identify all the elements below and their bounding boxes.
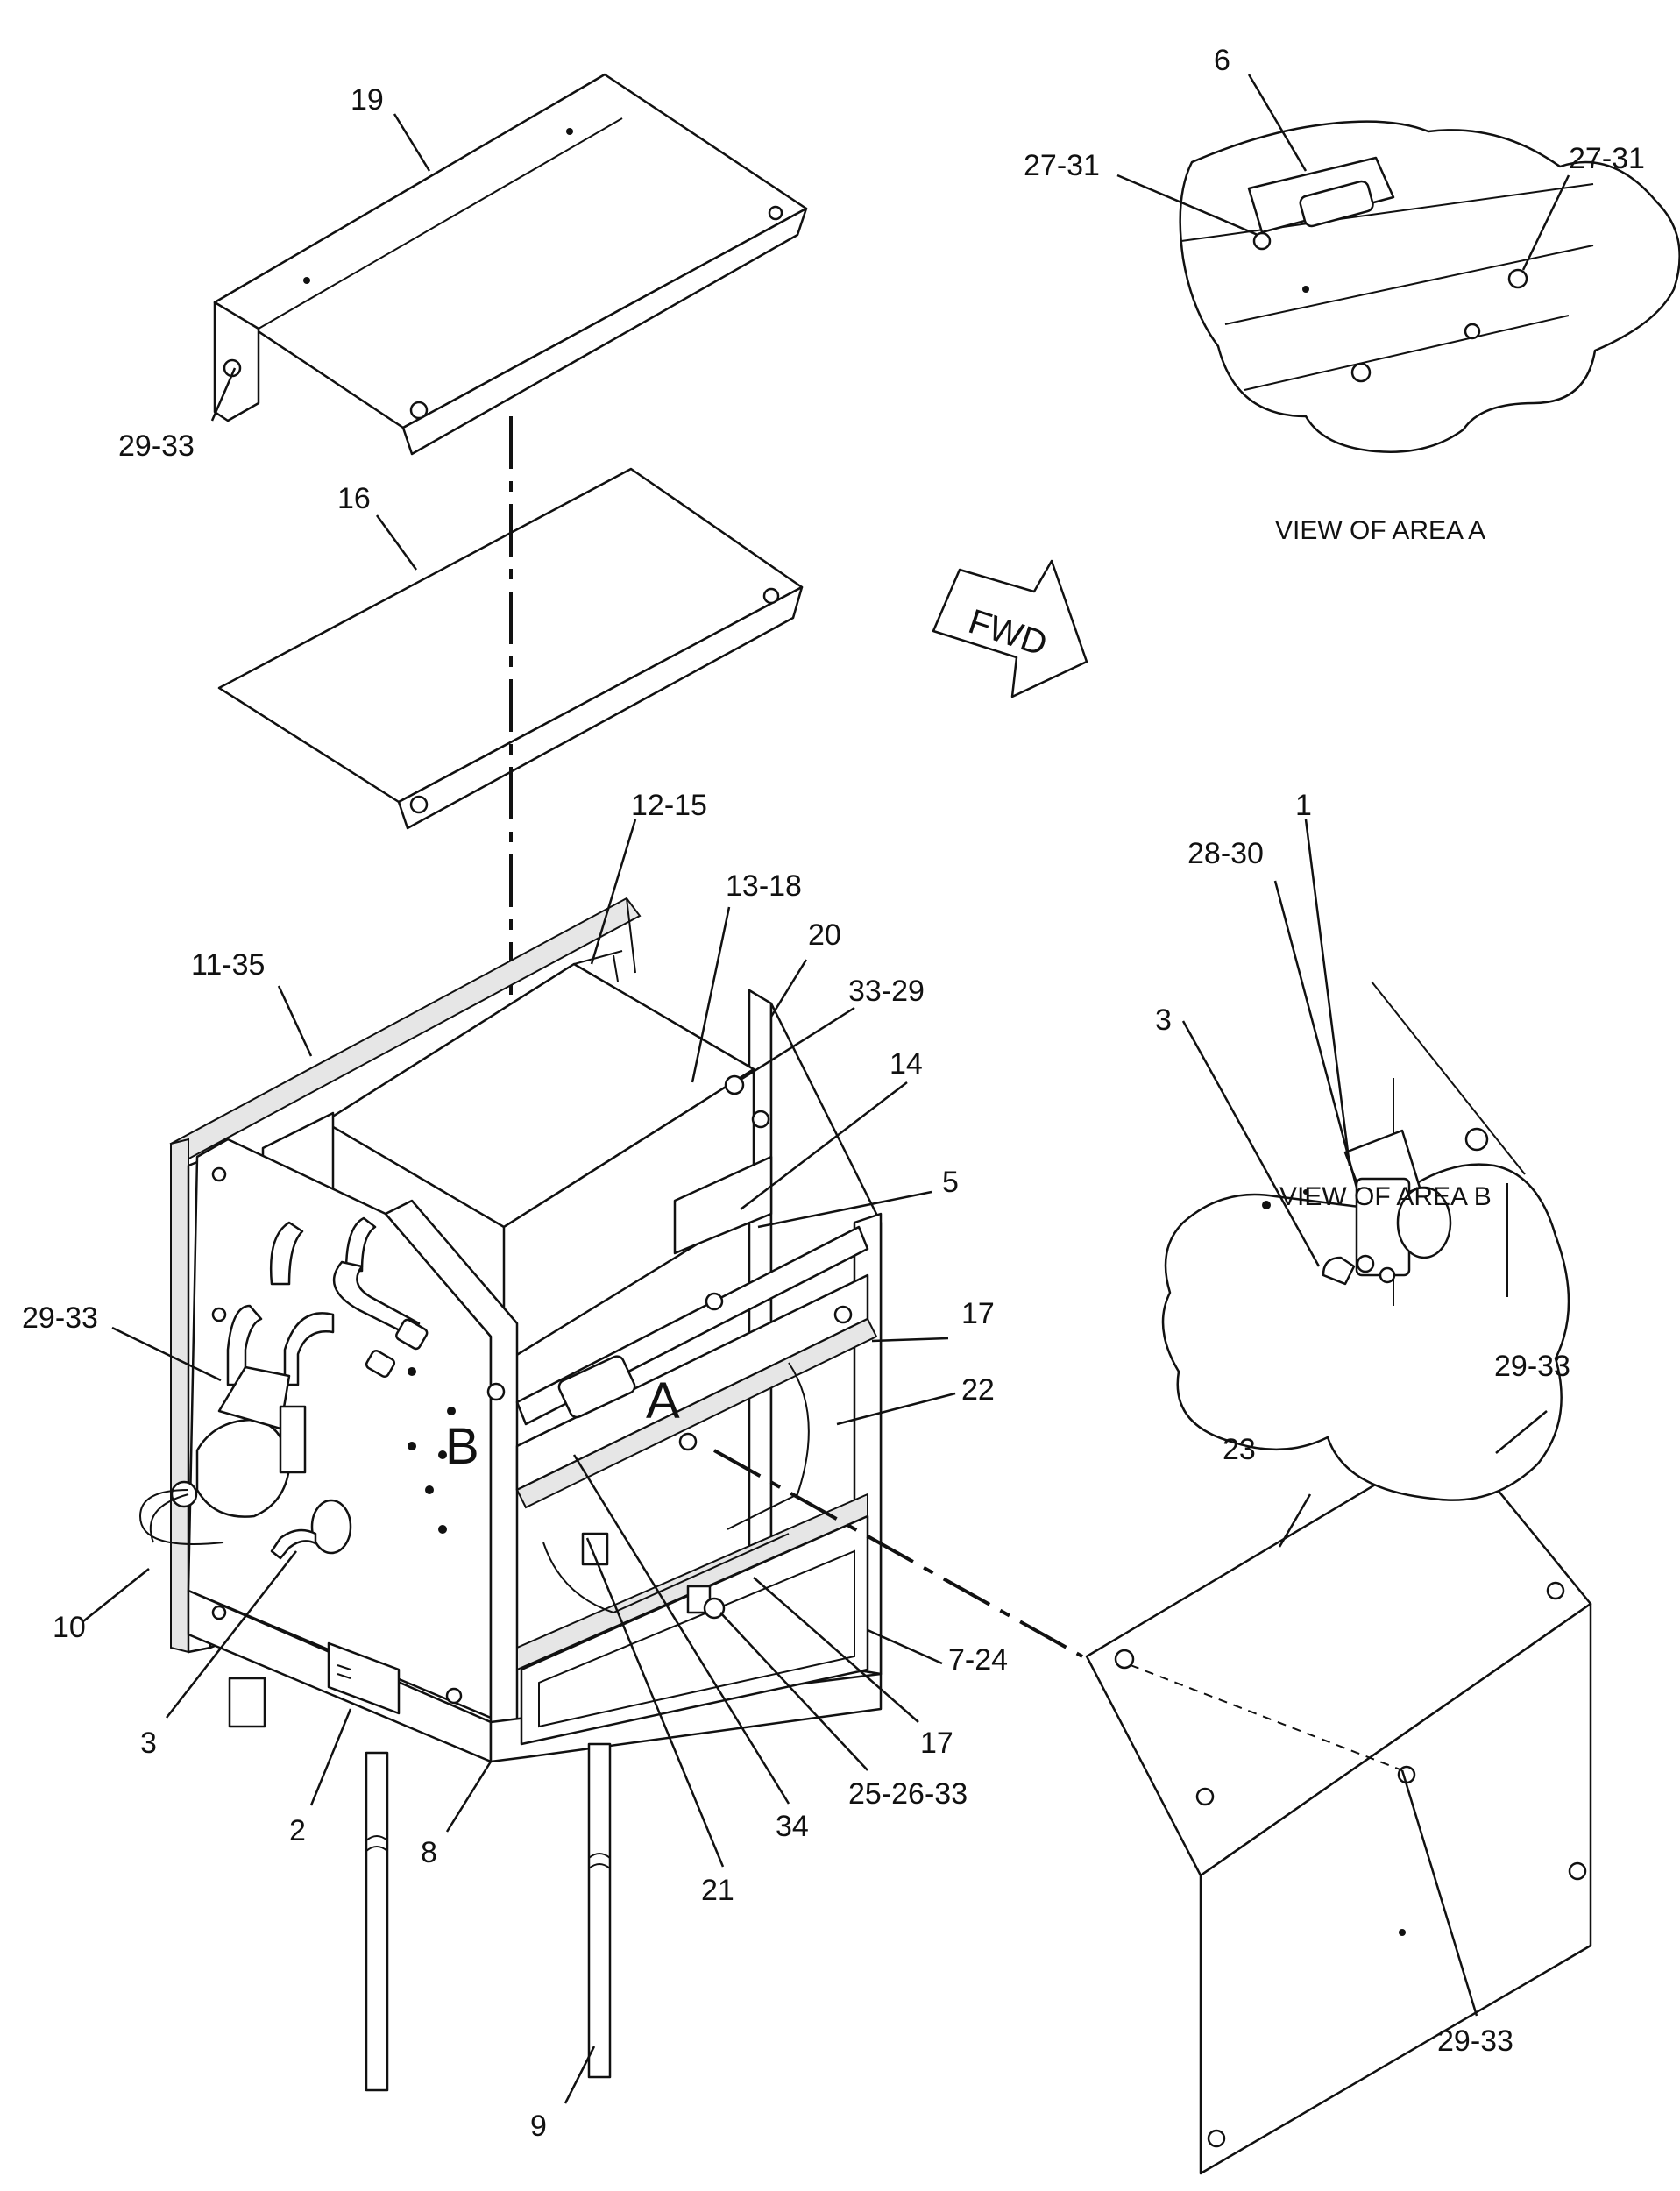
- label-7-24: 7-24: [948, 1643, 1008, 1677]
- detail-view-area-b: [1161, 981, 1570, 1501]
- label-28-30: 28-30: [1187, 837, 1264, 870]
- label-20: 20: [808, 918, 841, 952]
- label-2: 2: [289, 1814, 306, 1847]
- label-21: 21: [701, 1874, 734, 1907]
- heater-housing: [138, 897, 883, 2092]
- label-17-right: 17: [961, 1297, 995, 1330]
- label-19: 19: [351, 83, 384, 117]
- view-of-area-a: VIEW OF AREA A: [1275, 516, 1485, 545]
- label-5: 5: [942, 1166, 959, 1199]
- label-27-31-left: 27-31: [1024, 149, 1100, 182]
- side-cover-23: [1085, 1436, 1592, 2175]
- side-cover-centerline: [713, 1449, 1083, 1658]
- label-17-bottom: 17: [920, 1727, 953, 1760]
- area-marker-a: A: [646, 1372, 680, 1429]
- label-23: 23: [1223, 1433, 1256, 1466]
- area-marker-b: B: [445, 1418, 479, 1475]
- leader-lines: [82, 74, 1570, 2104]
- label-29-33-top: 29-33: [118, 429, 195, 463]
- view-of-area-b: VIEW OF AREA B: [1279, 1182, 1492, 1211]
- label-13-18: 13-18: [726, 869, 802, 903]
- label-11-35: 11-35: [191, 948, 265, 982]
- label-9: 9: [530, 2109, 547, 2143]
- label-29-33-cover-bottom: 29-33: [1437, 2024, 1513, 2058]
- label-29-33-left: 29-33: [22, 1301, 98, 1335]
- label-10: 10: [53, 1611, 86, 1644]
- label-3-main: 3: [140, 1727, 157, 1760]
- label-3-detail: 3: [1155, 1003, 1172, 1037]
- label-14: 14: [890, 1047, 923, 1081]
- label-6: 6: [1214, 44, 1230, 77]
- label-27-31-right: 27-31: [1569, 142, 1645, 175]
- label-34: 34: [776, 1810, 809, 1843]
- label-29-33-cover-top: 29-33: [1494, 1350, 1570, 1383]
- forward-arrow: FWD: [932, 559, 1088, 698]
- label-25-26-33: 25-26-33: [848, 1777, 968, 1811]
- label-12-15: 12-15: [631, 789, 707, 822]
- label-33-29: 33-29: [848, 975, 925, 1008]
- label-16: 16: [337, 482, 371, 515]
- label-22: 22: [961, 1373, 995, 1407]
- top-cover-19: [213, 73, 808, 456]
- label-1: 1: [1295, 789, 1312, 822]
- callout-labels: 19 29-33 16 6 27-31 27-31 VIEW OF AREA A…: [22, 44, 1645, 2143]
- label-8: 8: [421, 1836, 437, 1869]
